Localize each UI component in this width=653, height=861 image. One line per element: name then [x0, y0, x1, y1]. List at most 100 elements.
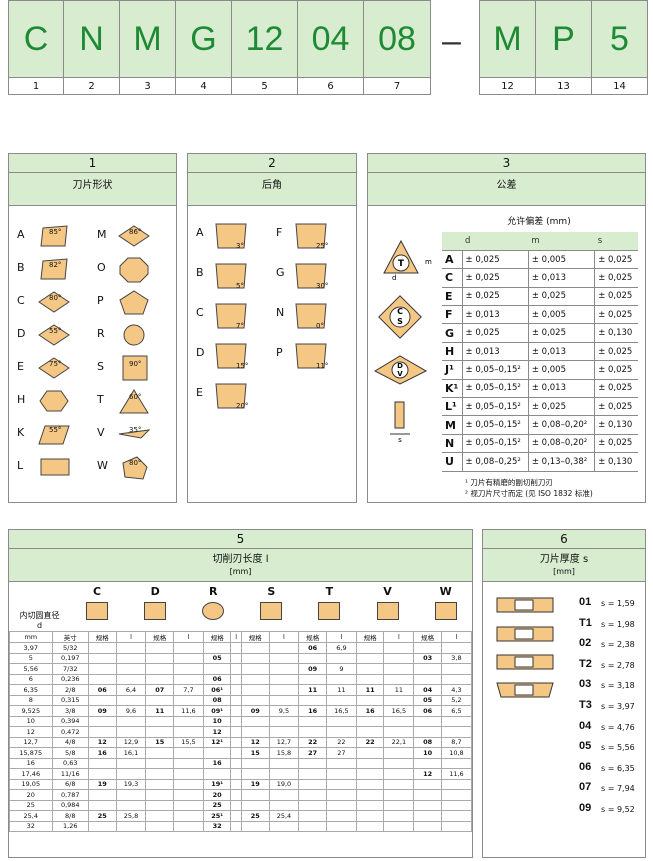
shape-angle: 80° [49, 294, 62, 302]
table-cell [440, 663, 473, 675]
col-spec: 规格 [145, 631, 175, 643]
table-cell [240, 652, 270, 664]
code-cell-5: 12 [231, 0, 298, 78]
table-cell: 12 [240, 736, 270, 748]
shape-column-header: C [93, 585, 102, 598]
code-cell-1: C [8, 0, 64, 78]
table-row: K¹± 0,05–0,15²± 0,013± 0,025 [442, 379, 638, 399]
col-spec: 规格 [87, 631, 117, 643]
table-cell [230, 673, 242, 685]
table-cell [145, 799, 175, 811]
clearance-code: E [196, 386, 203, 399]
panel-header: 1 刀片形状 [9, 154, 176, 206]
table-cell [440, 778, 473, 790]
table-cell: 25,4 [9, 810, 53, 822]
tolerance-value: ± 0,025 [461, 250, 529, 270]
tolerance-value: ± 0,13–0,38² [527, 452, 595, 472]
table-cell: 5,2 [440, 694, 473, 706]
shape-d-icon [38, 324, 70, 346]
table-cell [298, 799, 327, 811]
table-cell [145, 820, 175, 832]
table-cell: 15,8 [268, 747, 300, 759]
table-cell: 25 [240, 810, 270, 822]
table-cell [413, 642, 442, 654]
tolerance-value: ± 0,025 [461, 268, 529, 288]
shape-code: B [17, 261, 25, 274]
table-cell: 11 [298, 684, 327, 696]
table-cell [325, 820, 357, 832]
panel-unit: [mm] [229, 567, 252, 576]
diagram-t-label: T [398, 259, 405, 269]
table-cell [87, 820, 117, 832]
diagram-v-label: V [397, 370, 403, 378]
table-cell [440, 757, 473, 769]
table-cell: 11 [355, 684, 385, 696]
panel-unit: [mm] [553, 567, 575, 576]
table-cell [230, 715, 242, 727]
table-cell [115, 673, 147, 685]
table-cell: 5 [9, 652, 53, 664]
table-row: J¹± 0,05–0,15²± 0,005± 0,025 [442, 360, 638, 380]
table-cell: 19¹ [202, 778, 232, 790]
table-cell: 0,197 [51, 652, 89, 664]
table-cell: 09 [298, 663, 327, 675]
code-cell-7: 08 [363, 0, 431, 78]
shape-code: T [97, 393, 104, 406]
clearance-angle: 30° [316, 282, 329, 290]
table-cell [383, 768, 415, 780]
shape-code: D [17, 327, 26, 340]
code-cell-3: M [119, 0, 176, 78]
table-cell: 08 [202, 694, 232, 706]
table-cell [355, 652, 385, 664]
table-cell [202, 642, 232, 654]
tolerance-value: ± 0,025 [594, 360, 638, 380]
panel-header: 2 后角 [188, 154, 356, 206]
table-cell [355, 726, 385, 738]
diagram-d-label: D [397, 362, 403, 370]
shape-angle: 85° [49, 228, 62, 236]
table-cell [298, 820, 327, 832]
shape-angle: 55° [49, 426, 62, 434]
table-cell: 03 [413, 652, 442, 664]
table-cell [173, 642, 204, 654]
table-cell [440, 820, 473, 832]
table-cell [413, 663, 442, 675]
table-cell [145, 789, 175, 801]
table-cell: 22 [325, 736, 357, 748]
tolerance-class: C [442, 268, 462, 288]
table-cell [145, 642, 175, 654]
tolerance-value: ± 0,025 [461, 287, 529, 307]
tolerance-value: ± 0,05–0,15² [461, 379, 529, 399]
table-cell [230, 705, 242, 717]
panel-number: 3 [368, 156, 645, 173]
shape-code: S [97, 360, 104, 373]
table-cell [230, 799, 242, 811]
tolerance-value: ± 0,005 [527, 360, 595, 380]
code-cell-13: P [535, 0, 592, 78]
thickness-value: s = 6,35 [601, 763, 635, 773]
tolerance-value: ± 0,025 [594, 305, 638, 325]
col-spec: 规格 [202, 631, 232, 643]
shape-m-icon [118, 225, 150, 247]
thickness-diagrams [496, 597, 554, 698]
table-cell [173, 715, 204, 727]
table-cell [230, 768, 242, 780]
table-cell [298, 726, 327, 738]
table-cell: 06 [413, 705, 442, 717]
table-cell [240, 768, 270, 780]
table-cell: 10,8 [440, 747, 473, 759]
table-cell [240, 684, 270, 696]
table-cell [115, 726, 147, 738]
tolerance-value: ± 0,130 [594, 452, 638, 472]
clearance-angle: 25° [316, 242, 329, 250]
panel-title: 刀片厚度 s [539, 554, 589, 565]
table-cell: 7/32 [51, 663, 89, 675]
table-cell [298, 757, 327, 769]
tolerance-value: ± 0,025 [594, 342, 638, 362]
table-cell [298, 768, 327, 780]
tolerance-class: H [442, 342, 462, 362]
table-cell: 07 [145, 684, 175, 696]
